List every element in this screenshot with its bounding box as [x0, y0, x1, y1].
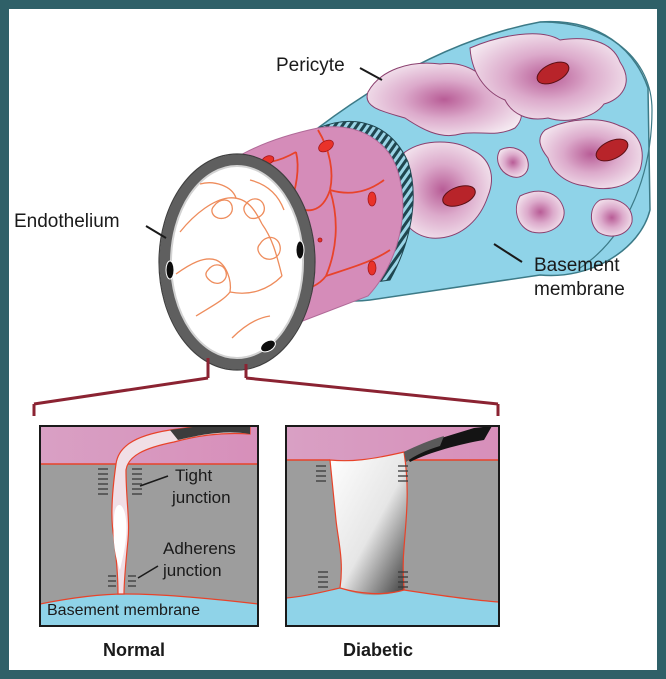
zoom-connector [34, 358, 498, 416]
caption-normal: Normal [103, 641, 165, 660]
label-basement-membrane-panel: Basement membrane [47, 603, 200, 620]
label-adherens-junction-line-2: junction [163, 562, 222, 580]
label-basement-membrane-line-2: membrane [534, 280, 625, 300]
label-tight-junction-line-2: junction [172, 489, 231, 507]
label-endothelium: Endothelium [14, 212, 120, 232]
label-tight-junction-line-1: Tight [175, 467, 212, 485]
label-basement-membrane-line-1: Basement [534, 256, 620, 276]
label-pericyte: Pericyte [276, 56, 345, 76]
panel-diabetic [286, 426, 499, 626]
label-adherens-junction-line-1: Adherens [163, 540, 236, 558]
caption-diabetic: Diabetic [343, 641, 413, 660]
vessel-lumen [159, 154, 315, 370]
panel-normal [40, 424, 258, 626]
